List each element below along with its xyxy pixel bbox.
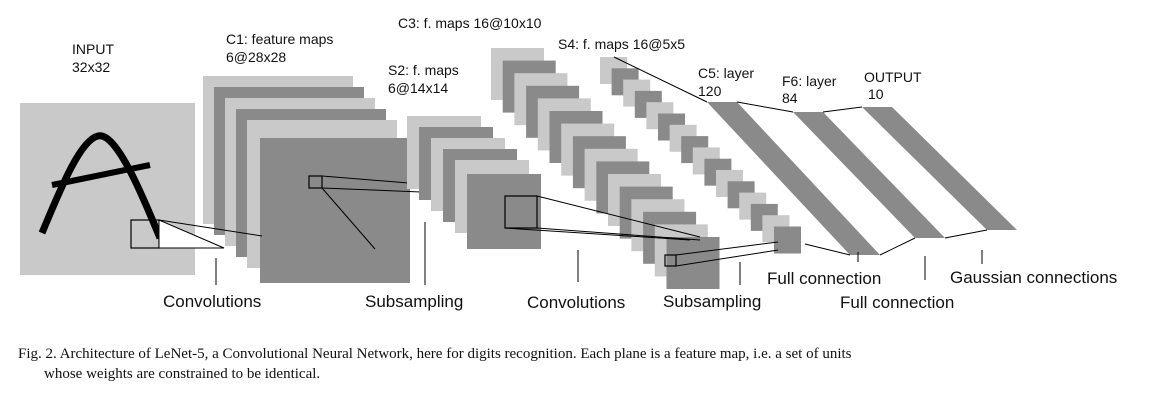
caption-line-1: Fig. 2. Architecture of LeNet-5, a Convo… (18, 346, 852, 362)
f6-to-output-line-top (822, 106, 863, 113)
op-full-connection-1: Full connection (767, 269, 881, 288)
output-layer (862, 107, 1017, 230)
input-digit-a (38, 132, 164, 240)
c1-to-s2-line-c (321, 187, 376, 250)
f6-label: F6: layer (782, 73, 837, 89)
input-image (20, 103, 195, 275)
s4-to-c5-line-top (613, 56, 708, 103)
c3-receptive-field (664, 254, 677, 267)
output-size: 10 (868, 86, 884, 102)
c5-to-f6-line-top (736, 101, 794, 113)
c3-feature-maps (491, 48, 720, 289)
c1-receptive-field (308, 175, 323, 189)
op-convolutions-1: Convolutions (163, 292, 261, 311)
s2-receptive-field (504, 195, 538, 229)
input-digit-a-bar (51, 162, 151, 188)
c3-label: C3: f. maps 16@10x10 (398, 15, 542, 31)
lenet5-diagram: INPUT 32x32 C1: feature maps 6@28x28 S2:… (20, 15, 1117, 312)
f6-size: 84 (782, 90, 798, 106)
c3-to-s4-line-a (675, 241, 779, 256)
c5-size: 120 (698, 83, 722, 99)
f6-to-output-line-bottom (944, 229, 988, 239)
s2-size: 6@14x14 (388, 80, 448, 96)
s2-to-c3-line-c (504, 227, 691, 241)
s4-label: S4: f. maps 16@5x5 (558, 36, 685, 52)
output-label: OUTPUT (864, 69, 922, 85)
c1-label: C1: feature maps (226, 31, 333, 47)
s4-feature-maps (600, 57, 801, 254)
input-to-c1-line (158, 219, 263, 237)
op-gaussian-connections: Gaussian connections (950, 268, 1117, 287)
c1-size: 6@28x28 (226, 49, 286, 65)
input-to-c1-projection (158, 219, 225, 249)
op-subsampling-2: Subsampling (663, 292, 761, 311)
c3-to-s4-line-b (675, 249, 779, 267)
c1-feature-maps (203, 76, 410, 283)
s2-label: S2: f. maps (388, 62, 459, 78)
op-subsampling-1: Subsampling (365, 292, 463, 311)
f6-layer (793, 112, 945, 238)
op-full-connection-2: Full connection (840, 293, 954, 312)
c5-to-f6-line-bottom (879, 237, 916, 256)
caption-line-2: whose weights are constrained to be iden… (44, 366, 321, 382)
s2-to-c3-line-a (536, 195, 701, 238)
op-convolutions-2: Convolutions (527, 293, 625, 312)
s4-to-c5-line-bottom (804, 243, 851, 256)
c5-label: C5: layer (698, 65, 754, 81)
figure-caption: Fig. 2. Architecture of LeNet-5, a Convo… (18, 344, 1138, 384)
c5-layer (707, 102, 880, 255)
s2-to-c3-line-b (536, 227, 701, 241)
input-size: 32x32 (72, 59, 110, 75)
input-label: INPUT (72, 41, 114, 57)
